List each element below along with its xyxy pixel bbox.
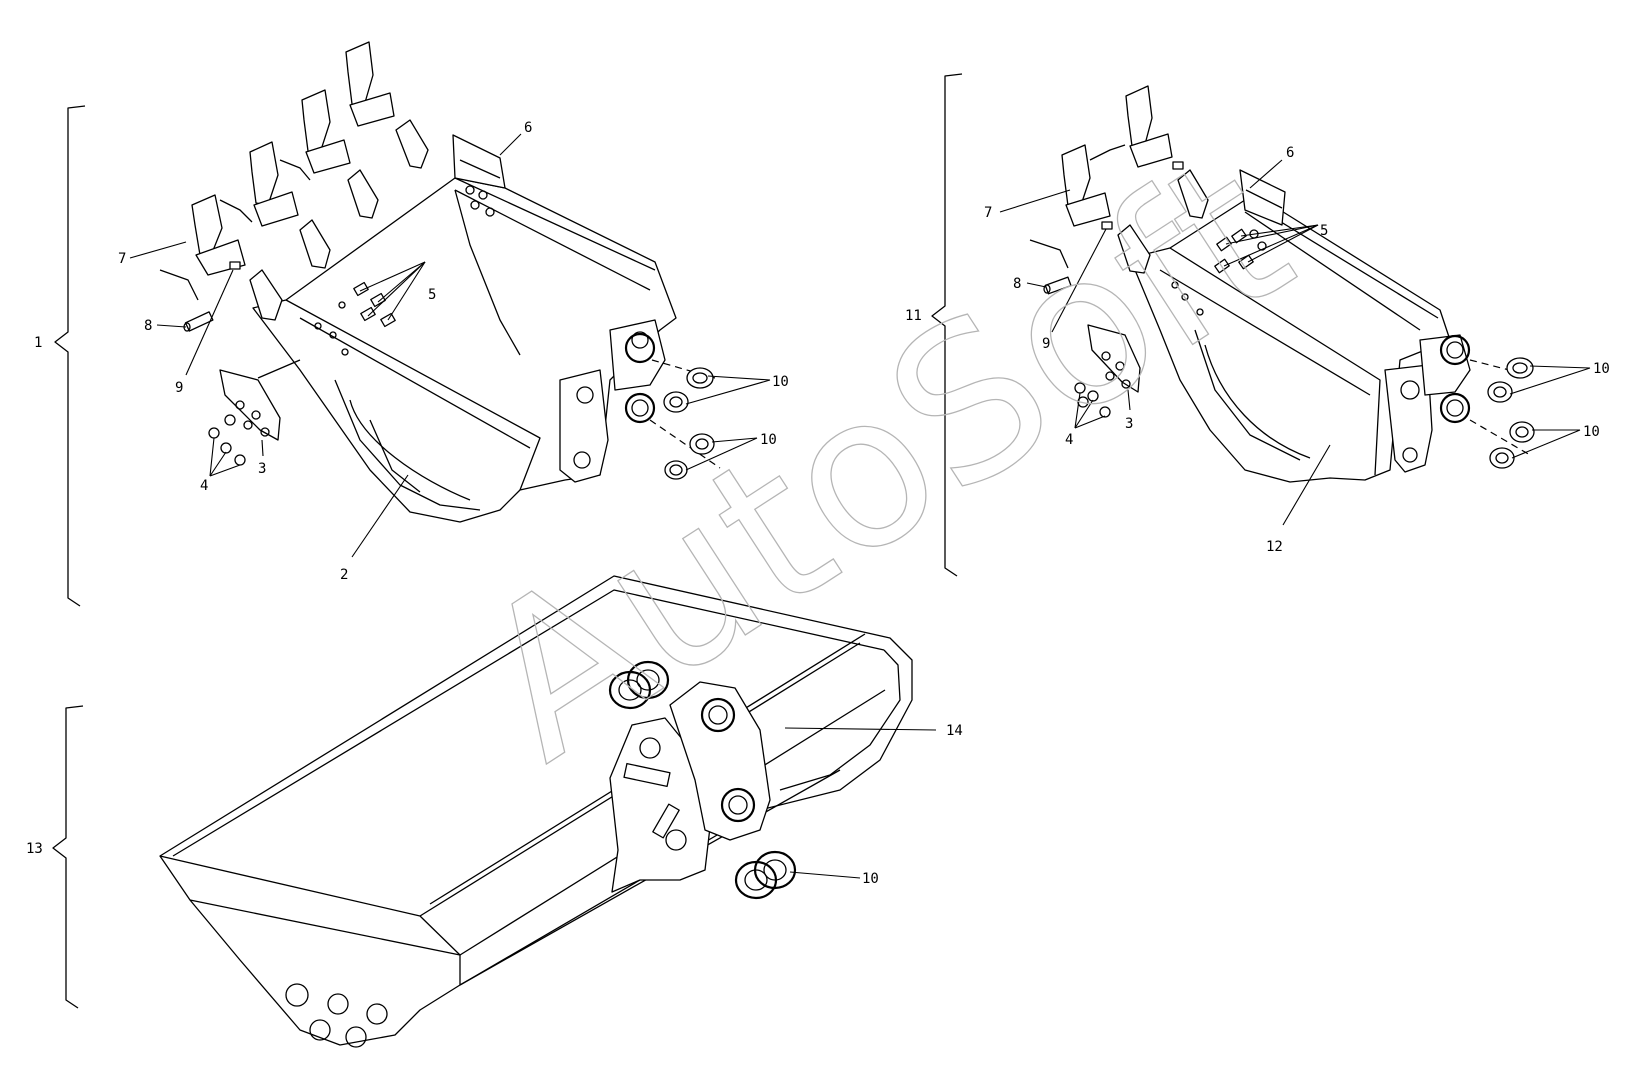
callout-8-a[interactable]: 8	[144, 318, 152, 334]
bucket-12-bolts	[1214, 228, 1267, 274]
bucket-12-tooth-lock	[1101, 221, 1113, 230]
bucket-14-bushing-lower	[734, 850, 797, 900]
bucket-14-bushing-upper	[608, 660, 670, 710]
callout-4-b[interactable]: 4	[1065, 432, 1073, 448]
bucket-2-teeth	[191, 41, 429, 321]
bucket-14-hinge-plate	[609, 717, 713, 893]
callout-3-b[interactable]: 3	[1125, 416, 1133, 432]
callout-10-b-lower[interactable]: 10	[1583, 424, 1600, 440]
bucket-2-tooth-pin	[183, 311, 214, 332]
group-label-1[interactable]: 1	[34, 335, 42, 351]
bucket-2-tooth-lock	[229, 261, 241, 270]
group-label-13[interactable]: 13	[26, 841, 43, 857]
callout-8-b[interactable]: 8	[1013, 276, 1021, 292]
bucket-2-callouts: 7 8 9 6 5 3 4 10 10 2	[118, 120, 789, 583]
callout-5-b[interactable]: 5	[1320, 223, 1328, 239]
callout-10-c[interactable]: 10	[862, 871, 879, 887]
callout-3-a[interactable]: 3	[258, 461, 266, 477]
bucket-14-hinge-plate-rear	[669, 681, 771, 841]
bucket-12-callouts: 7 8 9 6 5 3 4 10 10 12	[984, 145, 1610, 555]
bucket-2-side-cutter	[219, 369, 281, 441]
callout-7-b[interactable]: 7	[984, 205, 992, 221]
bucket-12-bushing	[1487, 357, 1535, 469]
callout-4-a[interactable]: 4	[200, 478, 208, 494]
group-brace-11: 11	[905, 73, 963, 577]
callout-7-a[interactable]: 7	[118, 251, 126, 267]
callout-9-a[interactable]: 9	[175, 380, 183, 396]
bucket-14-assembly	[159, 575, 913, 1048]
bucket-2-bushing	[663, 367, 715, 480]
group-brace-13: 13	[26, 705, 84, 1009]
bucket-2-assembly	[159, 41, 721, 523]
callout-10-b-upper[interactable]: 10	[1593, 361, 1610, 377]
callout-9-b[interactable]: 9	[1042, 336, 1050, 352]
bucket-14-callouts: 14 10	[784, 723, 963, 887]
bucket-2-hinge-plate	[559, 369, 609, 483]
callout-12-b[interactable]: 12	[1266, 539, 1283, 555]
callout-14-c[interactable]: 14	[946, 723, 963, 739]
bucket-12-tooth-pin	[1043, 276, 1072, 295]
callout-2-a[interactable]: 2	[340, 567, 348, 583]
callout-6-b[interactable]: 6	[1286, 145, 1294, 161]
bucket-12-side-plate	[1239, 169, 1286, 226]
bucket-12-teeth	[1061, 85, 1209, 274]
callout-6-a[interactable]: 6	[524, 120, 532, 136]
group-label-11[interactable]: 11	[905, 308, 922, 324]
bucket-12-side-cutter	[1087, 324, 1141, 393]
callout-5-a[interactable]: 5	[428, 287, 436, 303]
callout-10-a-upper[interactable]: 10	[772, 374, 789, 390]
group-brace-1: 1	[34, 105, 86, 607]
callout-10-a-lower[interactable]: 10	[760, 432, 777, 448]
